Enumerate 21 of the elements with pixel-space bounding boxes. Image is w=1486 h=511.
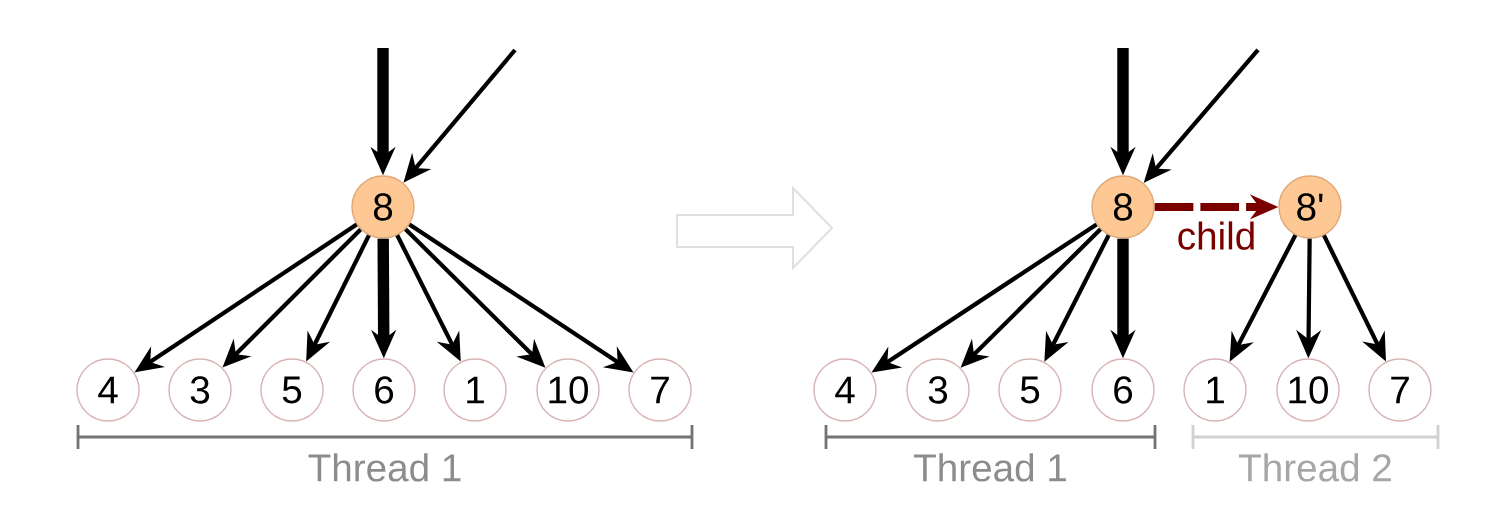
tree-node: 4 (813, 358, 877, 422)
edge-label: child (1175, 219, 1258, 252)
thread-label: Thread 1 (914, 453, 1066, 482)
tree-node: 6 (352, 358, 416, 422)
tree-node: 3 (906, 358, 970, 422)
highlighted-node: 8 (1091, 175, 1155, 239)
tree-node: 7 (1368, 358, 1432, 422)
tree-node: 10 (536, 358, 600, 422)
highlighted-node: 8 (351, 175, 415, 239)
tree-node: 6 (1091, 358, 1155, 422)
tree-node: 1 (443, 358, 507, 422)
thread-label: Thread 1 (308, 453, 461, 482)
tree-node: 5 (998, 358, 1062, 422)
tree-node: 3 (168, 358, 232, 422)
highlighted-node: 8' (1278, 175, 1342, 239)
tree-node: 10 (1276, 358, 1340, 422)
tree-node: 5 (260, 358, 324, 422)
tree-node: 1 (1183, 358, 1247, 422)
tree-node: 4 (76, 358, 140, 422)
thread-label: Thread 2 (1239, 453, 1391, 482)
tree-node: 7 (628, 358, 692, 422)
